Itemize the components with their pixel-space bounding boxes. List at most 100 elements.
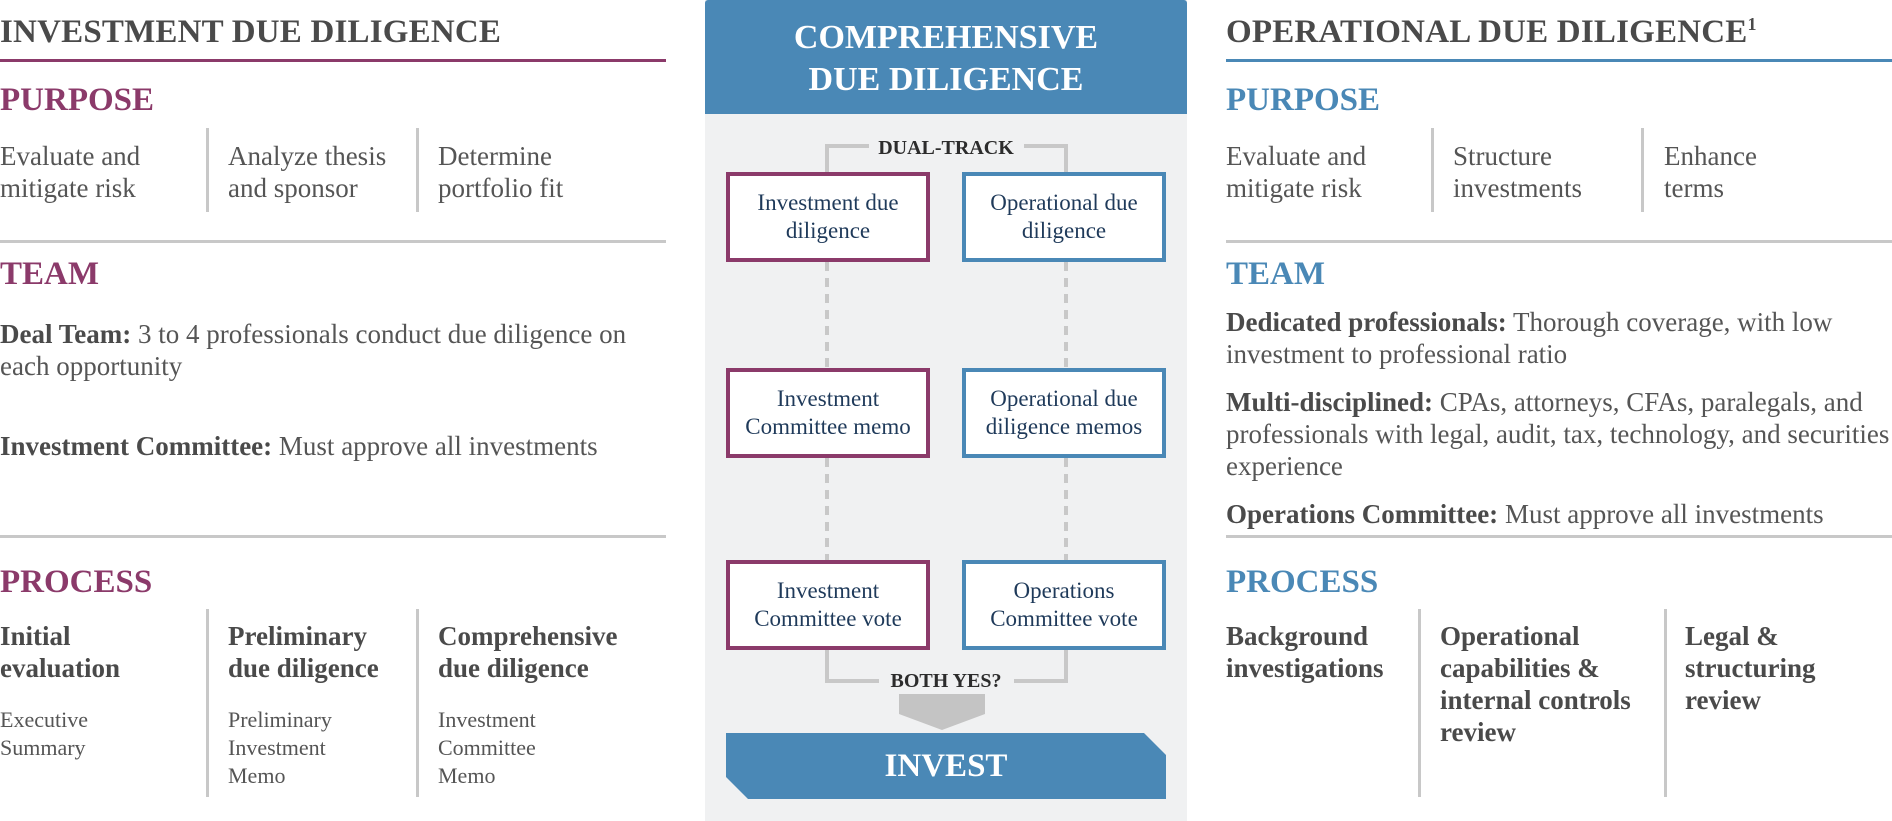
- text-line: Operational due: [990, 190, 1138, 215]
- left-title-rule: [0, 59, 666, 62]
- text-line: Evaluate and: [1226, 141, 1367, 171]
- text-line: evaluation: [0, 653, 121, 683]
- team-text: Thorough coverage, with low investment t…: [1226, 307, 1833, 369]
- text-line: Investment: [228, 735, 326, 760]
- team-label: Dedicated professionals:: [1226, 307, 1507, 337]
- divider: [0, 240, 666, 243]
- separator: [416, 609, 419, 797]
- left-purpose-item: Analyze thesis and sponsor: [228, 140, 418, 204]
- separator: [206, 128, 209, 212]
- text-line: due diligence: [228, 653, 379, 683]
- right-process-step: Background investigations: [1226, 620, 1426, 684]
- text-line: due diligence: [438, 653, 589, 683]
- text-line: Preliminary: [228, 621, 367, 651]
- text-line: investments: [1453, 173, 1582, 203]
- separator: [1641, 128, 1644, 212]
- left-team-heading: TEAM: [0, 256, 99, 292]
- text-line: Comprehensive: [438, 621, 618, 651]
- separator: [206, 609, 209, 797]
- text-line: internal controls: [1440, 685, 1631, 715]
- text-line: mitigate risk: [1226, 173, 1362, 203]
- text-line: Executive: [0, 707, 88, 732]
- text-line: Memo: [438, 763, 496, 788]
- text-line: Investment: [776, 578, 880, 603]
- right-team-heading: TEAM: [1226, 256, 1325, 292]
- right-purpose-item: Enhance terms: [1664, 140, 1864, 204]
- operational-dd-node: Operational due diligence: [962, 172, 1166, 262]
- footnote-marker: 1: [1747, 14, 1757, 34]
- separator: [1431, 128, 1434, 212]
- right-purpose-heading: PURPOSE: [1226, 82, 1381, 118]
- bracket-line: [825, 144, 869, 172]
- right-team-entry: Operations Committee: Must approve all i…: [1226, 498, 1890, 530]
- bracket-line: [1024, 144, 1068, 172]
- text-line: COMPREHENSIVE: [793, 19, 1099, 56]
- separator: [1664, 609, 1667, 797]
- team-label: Investment Committee:: [0, 431, 273, 461]
- text-line: review: [1685, 685, 1761, 715]
- team-text: 3 to 4 professionals conduct due diligen…: [0, 319, 627, 381]
- text-line: Investment: [776, 386, 880, 411]
- left-section-title: INVESTMENT DUE DILIGENCE: [0, 14, 502, 50]
- separator: [416, 128, 419, 212]
- text-line: Determine: [438, 141, 552, 171]
- flow-connectors: [726, 144, 1166, 799]
- text-line: Preliminary: [228, 707, 332, 732]
- text-line: diligence: [1021, 218, 1107, 243]
- left-purpose-heading: PURPOSE: [0, 82, 155, 118]
- right-process-heading: PROCESS: [1226, 564, 1379, 600]
- team-label: Multi-disciplined:: [1226, 387, 1434, 417]
- dual-track-label: DUAL-TRACK: [878, 137, 1014, 159]
- text-line: terms: [1664, 173, 1724, 203]
- text-line: Operational due: [990, 386, 1138, 411]
- text-line: structuring: [1685, 653, 1816, 683]
- text-line: DUE DILIGENCE: [808, 61, 1084, 98]
- text-line: and sponsor: [228, 173, 358, 203]
- text-line: Initial: [0, 621, 71, 651]
- right-process-step: Legal & structuring review: [1685, 620, 1885, 716]
- text-line: review: [1440, 717, 1516, 747]
- invest-label: INVEST: [884, 748, 1008, 784]
- left-purpose-item: Evaluate and mitigate risk: [0, 140, 200, 204]
- down-arrow-icon: [899, 694, 985, 730]
- text-line: portfolio fit: [438, 173, 564, 203]
- text-line: Structure: [1453, 141, 1552, 171]
- team-text: Must approve all investments: [272, 431, 598, 461]
- invest-banner-shape: [726, 733, 1166, 799]
- text-line: Summary: [0, 735, 86, 760]
- right-title-rule: [1226, 59, 1892, 62]
- team-label: Deal Team:: [0, 319, 132, 349]
- text-line: Committee: [438, 735, 536, 760]
- left-team-entry: Deal Team: 3 to 4 professionals conduct …: [0, 318, 660, 382]
- right-team-entry: Dedicated professionals: Thorough covera…: [1226, 306, 1890, 370]
- text-line: mitigate risk: [0, 173, 136, 203]
- text-line: Operations: [1013, 578, 1115, 603]
- text-line: investigations: [1226, 653, 1384, 683]
- text-line: Evaluate and: [0, 141, 141, 171]
- divider: [1226, 535, 1892, 538]
- left-purpose-item: Determine portfolio fit: [438, 140, 658, 204]
- center-banner: COMPREHENSIVE DUE DILIGENCE: [705, 0, 1187, 114]
- divider: [0, 535, 666, 538]
- text-line: Committee vote: [754, 606, 902, 631]
- separator: [1418, 609, 1421, 797]
- left-team-entry: Investment Committee: Must approve all i…: [0, 430, 660, 462]
- right-section-title: OPERATIONAL DUE DILIGENCE1: [1226, 14, 1757, 51]
- text-line: diligence memos: [985, 414, 1143, 439]
- title-text: OPERATIONAL DUE DILIGENCE: [1226, 14, 1748, 50]
- text-line: capabilities &: [1440, 653, 1600, 683]
- text-line: diligence: [785, 218, 871, 243]
- right-purpose-item: Structure investments: [1453, 140, 1633, 204]
- right-purpose-item: Evaluate and mitigate risk: [1226, 140, 1426, 204]
- text-line: Committee vote: [990, 606, 1138, 631]
- right-process-step: Operational capabilities & internal cont…: [1440, 620, 1660, 748]
- team-label: Operations Committee:: [1226, 499, 1499, 529]
- right-team-entry: Multi-disciplined: CPAs, attorneys, CFAs…: [1226, 386, 1890, 482]
- team-text: Must approve all investments: [1498, 499, 1824, 529]
